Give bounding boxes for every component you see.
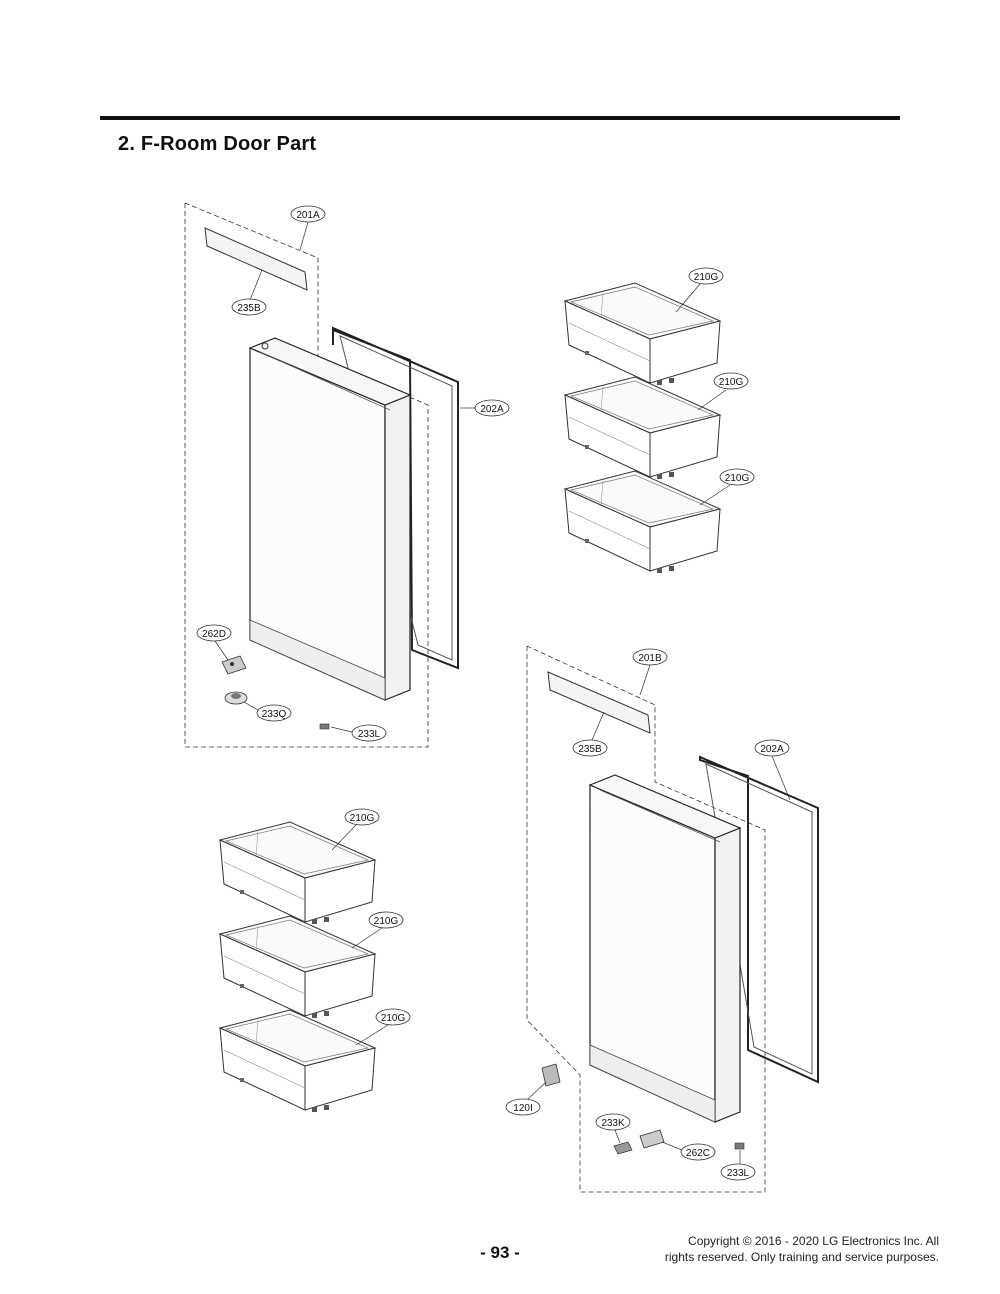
copyright-line-2: rights reserved. Only training and servi… [664, 1250, 939, 1264]
svg-text:235B: 235B [237, 303, 261, 314]
part-235B-bottom [547, 671, 651, 734]
svg-text:210G: 210G [725, 473, 750, 484]
part-120I-hinge [541, 1063, 561, 1087]
part-left-door-body [248, 337, 412, 701]
part-210G-bin-r2 [564, 376, 721, 480]
part-262D-hinge [221, 655, 247, 675]
callout-262D: 262D [196, 624, 232, 661]
part-235B-top [204, 227, 308, 291]
part-210G-bin-r1 [564, 282, 721, 386]
callout-202A-right: 202A [754, 739, 791, 801]
callout-235B-bottom: 235B [572, 711, 608, 757]
left-bins-stack [219, 821, 376, 1113]
part-233Q [224, 691, 248, 705]
left-door-assembly [184, 202, 459, 748]
svg-text:235B: 235B [578, 744, 602, 755]
right-bins-stack [564, 282, 721, 574]
callout-201B: 201B [632, 648, 668, 696]
callout-233Q: 233Q [243, 701, 292, 722]
section-title: 2. F-Room Door Part [118, 133, 317, 155]
svg-text:210G: 210G [374, 916, 399, 927]
svg-text:201A: 201A [296, 210, 320, 221]
svg-text:262C: 262C [686, 1148, 710, 1159]
callout-120I: 120I [505, 1081, 547, 1116]
callout-233L-right: 233L [720, 1150, 756, 1181]
callout-210G-l1: 210G [331, 808, 380, 851]
svg-text:233L: 233L [727, 1168, 750, 1179]
part-210G-bin-l2 [219, 915, 376, 1019]
callout-233L-left: 233L [330, 724, 387, 742]
right-assembly-outline [526, 645, 766, 1193]
svg-text:210G: 210G [350, 813, 375, 824]
right-door-assembly [526, 645, 819, 1193]
svg-text:201B: 201B [638, 653, 662, 664]
svg-text:202A: 202A [760, 744, 784, 755]
top-rule [100, 116, 900, 120]
svg-text:210G: 210G [381, 1013, 406, 1024]
svg-text:262D: 262D [202, 629, 226, 640]
svg-text:233Q: 233Q [262, 709, 287, 720]
callout-201A: 201A [290, 205, 326, 251]
callout-210G-r1: 210G [675, 267, 724, 313]
part-262C [639, 1129, 665, 1149]
callout-210G-l3: 210G [355, 1008, 411, 1046]
svg-text:210G: 210G [694, 272, 719, 283]
part-233L-left [319, 723, 330, 730]
part-233L-right [734, 1142, 745, 1150]
part-210G-bin-l1 [219, 821, 376, 925]
svg-text:202A: 202A [480, 404, 504, 415]
callout-202A-left: 202A [460, 399, 510, 417]
page-number: - 93 - [480, 1243, 520, 1262]
svg-text:120I: 120I [513, 1103, 532, 1114]
part-210G-bin-r3 [564, 470, 721, 574]
part-right-door-body [588, 774, 742, 1123]
part-210G-bin-l3 [219, 1009, 376, 1113]
callout-235B-top: 235B [231, 269, 267, 316]
svg-text:210G: 210G [719, 377, 744, 388]
callout-210G-r2: 210G [697, 372, 749, 411]
callout-262C: 262C [661, 1141, 716, 1161]
callout-210G-r3: 210G [699, 468, 755, 506]
part-233K [613, 1141, 633, 1155]
copyright-line-1: Copyright © 2016 - 2020 LG Electronics I… [688, 1234, 939, 1248]
svg-text:233L: 233L [358, 729, 381, 740]
callout-233K: 233K [595, 1113, 631, 1144]
left-assembly-outline [184, 202, 429, 748]
callout-210G-l2: 210G [351, 911, 404, 949]
copyright-notice: Copyright © 2016 - 2020 LG Electronics I… [665, 1233, 939, 1265]
svg-text:233K: 233K [601, 1118, 625, 1129]
